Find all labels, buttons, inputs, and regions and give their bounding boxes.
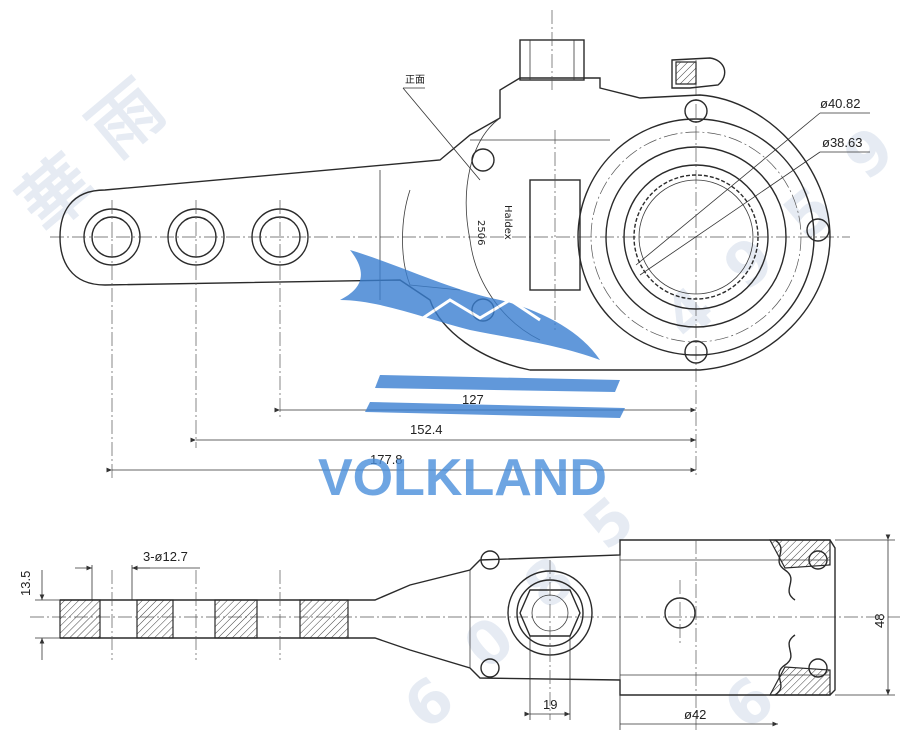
watermark-digit: 9 [711,223,788,303]
side-view: 13.5 3-ø12.7 48 19 ø4 [18,534,900,730]
dim-42: ø42 [619,695,778,730]
watermark-char: 雨 [74,65,180,173]
nut [507,560,593,720]
grease-fitting [671,57,726,89]
dim-holes: 3-ø12.7 [75,549,200,600]
brand-mark: Haldex [502,205,513,240]
dim-177: 177.8 [106,452,696,473]
dim-48-label: 48 [872,614,887,628]
hub-flange [605,146,787,328]
top-view: Haldex 2506 正面 ø40.82 ø38.63 127 152.4 1… [50,10,870,478]
bore-outer-dia-label: ø40.82 [820,96,860,111]
dim-13.5-label: 13.5 [18,571,33,596]
arm-hole-1 [83,200,141,478]
watermark-digit: 9 [831,113,908,193]
logo-text: VOLKLAND [318,449,607,507]
part-code: 2506 [475,220,486,245]
watermark-digit: 6 [391,663,468,743]
dim-127-label: 127 [462,392,484,407]
dim-13.5: 13.5 [18,570,60,660]
dim-42-label: ø42 [684,707,706,722]
flange-hole-bottom [684,340,708,364]
watermark-digit: 8 [511,543,588,623]
arm-hole-2 [167,200,225,448]
bore-spline [633,174,759,300]
flange-hole-top [684,99,708,123]
dim-152: 152.4 [190,422,696,443]
flange-hole-right [806,218,830,242]
dim-152-label: 152.4 [410,422,443,437]
dim-holes-label: 3-ø12.7 [143,549,188,564]
hub-outer [577,118,815,356]
watermark-digit: 0 [451,603,528,683]
watermark-char: 華 [4,140,110,248]
bore-inner-dia-label: ø38.63 [822,135,862,150]
dim-19-label: 19 [543,697,557,712]
bore-inner [638,179,754,295]
slack-adjuster-arm [59,77,831,371]
bore-outer [623,164,769,310]
front-face-label: 正面 [405,75,425,86]
dim-177-label: 177.8 [370,452,403,467]
dim-19: 19 [524,636,571,720]
dim-48: 48 [835,534,895,696]
volkland-logo: VOLKLAND [318,250,625,507]
arm-hole-3 [251,200,309,418]
body-hole-upper [471,148,495,172]
